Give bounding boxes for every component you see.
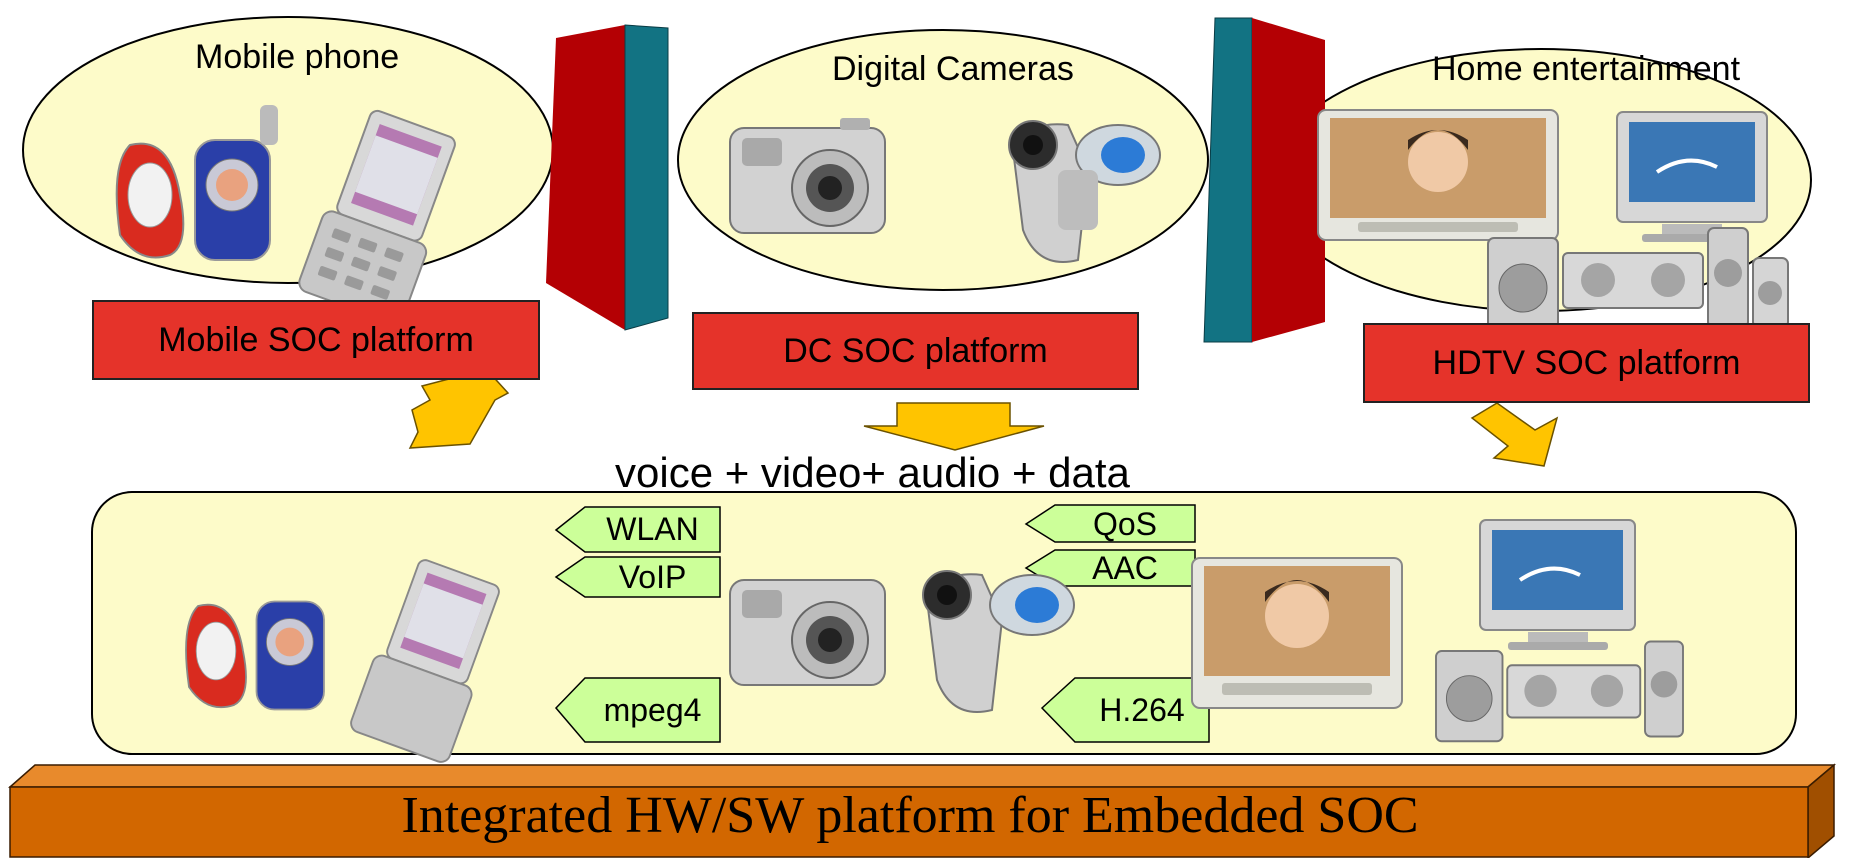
smartphone-icon: [350, 559, 500, 763]
embedded-soc-base-label: Integrated HW/SW platform for Embedded S…: [401, 786, 1419, 844]
tag-qos-shape: [1024, 504, 1196, 543]
speaker-system-icon: [1487, 227, 1789, 334]
speaker-system-icon: [1435, 640, 1684, 743]
portable-tv-icon: [1191, 557, 1403, 709]
tag-h264-shape: [1040, 677, 1210, 743]
home-entertainment-title: Home entertainment: [1432, 50, 1741, 88]
dc-soc-platform: DC SOC platform: [692, 312, 1139, 390]
flip-phone-icon: [115, 105, 278, 261]
tag-wlan-shape: [554, 506, 721, 553]
camcorder-icon: [1008, 120, 1161, 263]
hdtv-soc-platform: HDTV SOC platform: [1363, 323, 1810, 403]
tag-mpeg4: mpeg4: [603, 691, 702, 728]
tag-qos: QoS: [1092, 505, 1158, 542]
digital-cameras-title: Digital Cameras: [832, 50, 1074, 88]
crt-tv-icon: [1479, 519, 1636, 650]
compact-camera-icon: [729, 118, 886, 234]
tag-aac: AAC: [1092, 549, 1158, 586]
tag-voip-shape: [554, 556, 721, 598]
mobile-soc-platform: Mobile SOC platform: [92, 300, 540, 380]
convergence-label: voice + video+ audio + data: [615, 449, 1130, 496]
separator-wall-left: [546, 24, 669, 331]
tag-mpeg4-shape: [554, 677, 721, 743]
crt-tv-icon: [1616, 111, 1768, 242]
compact-camera-icon: [729, 579, 886, 686]
tag-h264: H.264: [1099, 691, 1185, 728]
tag-voip: VoIP: [618, 558, 687, 595]
portable-tv-icon: [1317, 109, 1559, 241]
smartphone-icon: [298, 109, 456, 325]
arrow-cameras-down: [863, 402, 1045, 451]
embedded-soc-base: [8, 763, 1837, 858]
flip-phone-icon: [185, 600, 325, 711]
mobile-phone-title: Mobile phone: [195, 38, 400, 76]
separator-wall-right: [1203, 17, 1325, 343]
arrow-home-down: [1470, 402, 1559, 467]
tag-wlan: WLAN: [606, 510, 699, 547]
arrow-mobile-down: [408, 369, 510, 449]
camcorder-icon: [922, 570, 1075, 713]
